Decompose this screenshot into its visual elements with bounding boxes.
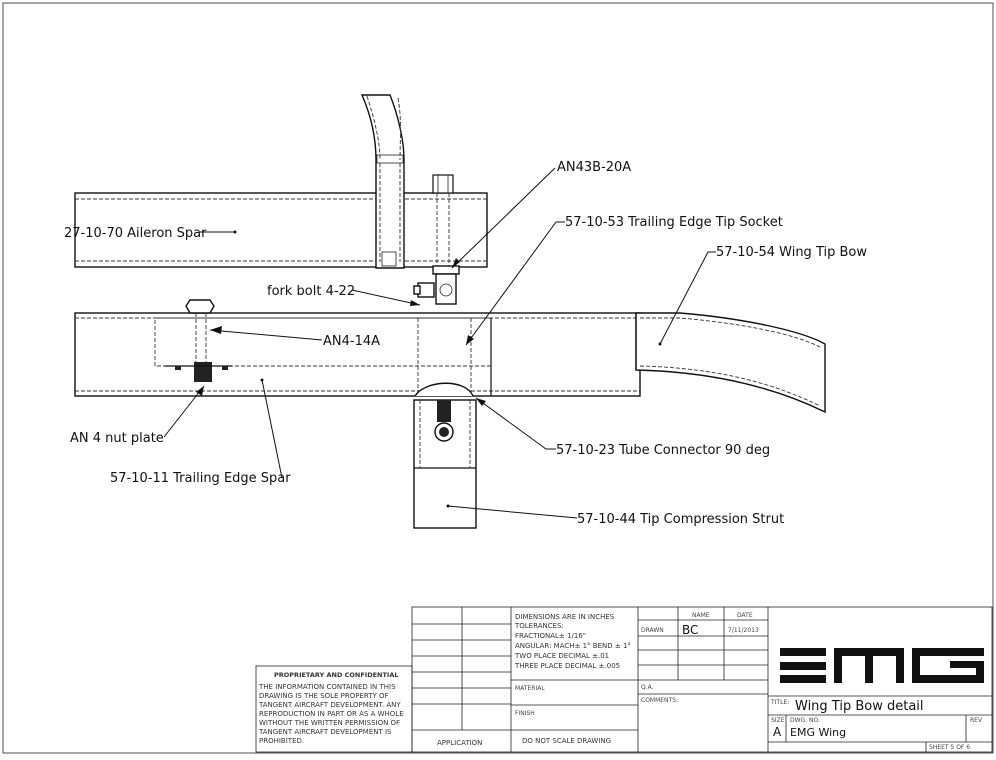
proprietary-line: REPRODUCTION IN PART OR AS A WHOLE [259,710,404,718]
label-an43b: AN43B-20A [557,160,631,175]
drawing-title: Wing Tip Bow detail [795,699,924,714]
label-te-spar: 57-10-11 Trailing Edge Spar [110,471,291,486]
label-strut: 57-10-44 Tip Compression Strut [577,512,784,527]
tolerance-line: TOLERANCES: [514,622,564,630]
label-an4: AN4-14A [323,334,380,349]
proprietary-line: WITHOUT THE WRITTEN PERMISSION OF [259,719,400,727]
trailing-edge-spar [74,312,641,397]
sheet-number: SHEET 5 OF 6 [929,744,970,751]
leader-lines [163,167,716,519]
proprietary-line: THE INFORMATION CONTAINED IN THIS [258,683,396,691]
rev-label: REV [970,717,983,724]
drawn-name: BC [682,623,698,637]
tolerance-line: ANGULAR: MACH± 1° BEND ± 1° [515,642,631,650]
do-not-scale-label: DO NOT SCALE DRAWING [522,737,611,745]
date-header: DATE [737,612,753,619]
proprietary-line: TANGENT AIRCRAFT DEVELOPMENT. ANY [258,701,401,709]
tolerance-line: THREE PLACE DECIMAL ±.005 [514,662,620,670]
proprietary-line: PROHIBITED. [259,737,304,745]
aileron-spar [74,192,488,268]
upper-curved-tube [360,94,405,269]
label-tube-connector: 57-10-23 Tube Connector 90 deg [556,443,770,458]
title-block: PROPRIETARY AND CONFIDENTIAL THE INFORMA… [255,606,993,753]
tube-connector-and-strut [413,382,477,529]
drawn-label: DRAWN [641,627,664,634]
finish-label: FINISH [515,710,535,717]
tolerance-line: DIMENSIONS ARE IN INCHES [515,613,615,621]
tolerance-line: FRACTIONAL± 1/16" [515,632,586,640]
label-aileron-spar: 27-10-70 Aileron Spar [64,226,207,241]
application-label: APPLICATION [437,739,482,747]
qa-label: Q.A. [641,684,654,691]
dwg-no-value: EMG Wing [790,726,846,739]
size-value: A [773,725,782,739]
label-nut-plate: AN 4 nut plate [70,431,164,446]
drawn-date: 7/11/2013 [728,627,759,634]
label-fork-bolt: fork bolt 4-22 [267,284,355,299]
dwg-no-label: DWG. NO. [790,717,820,724]
label-wing-tip-bow: 57-10-54 Wing Tip Bow [716,245,867,260]
name-header: NAME [692,612,710,619]
an43b-eye-bolt [413,174,460,305]
tolerance-line: TWO PLACE DECIMAL ±.01 [514,652,609,660]
title-label: TITLE: [770,699,789,706]
material-label: MATERIAL [515,685,545,692]
proprietary-title: PROPRIETARY AND CONFIDENTIAL [274,671,399,679]
size-label: SIZE [771,717,785,724]
an4-bolt [165,299,232,382]
emg-logo [780,648,984,683]
comments-label: COMMENTS: [641,697,678,704]
proprietary-line: TANGENT AIRCRAFT DEVELOPMENT IS [258,728,392,736]
proprietary-line: DRAWING IS THE SOLE PROPERTY OF [259,692,389,700]
wing-tip-bow [635,312,826,414]
label-tip-socket: 57-10-53 Trailing Edge Tip Socket [565,215,783,230]
